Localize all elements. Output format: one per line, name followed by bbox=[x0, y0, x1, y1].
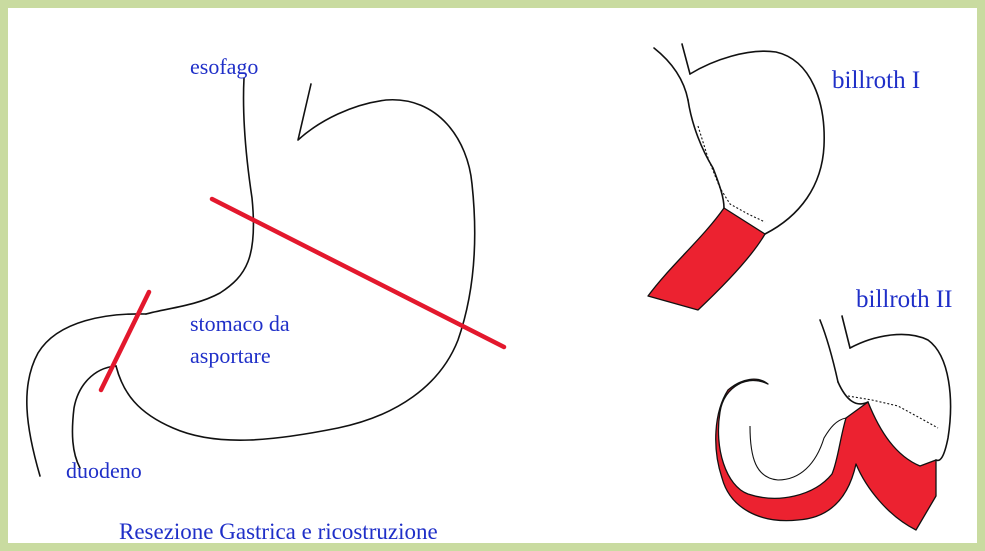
billroth-2-esophagus-left bbox=[820, 320, 838, 382]
esophagus-left-wall bbox=[146, 78, 254, 314]
diagram-title: Resezione Gastrica e ricostruzione bbox=[119, 520, 438, 543]
resection-lines bbox=[101, 199, 504, 390]
label-billroth-1: billroth I bbox=[832, 68, 920, 93]
billroth-1-stomach-lesser-curve bbox=[688, 100, 724, 208]
pyloric-resection-line bbox=[101, 292, 149, 390]
stomach-outline bbox=[27, 78, 475, 476]
billroth-1-esophagus-left bbox=[654, 48, 688, 100]
billroth-1-jejunum bbox=[648, 208, 765, 310]
label-esofago: esofago bbox=[190, 56, 258, 78]
billroth-1-drawing bbox=[648, 44, 824, 310]
esophagus-right-wall-and-greater-curvature bbox=[116, 84, 475, 440]
label-stomaco-da: stomaco da bbox=[190, 313, 290, 335]
label-billroth-2: billroth II bbox=[856, 287, 953, 312]
label-duodeno: duodeno bbox=[66, 460, 142, 482]
billroth-1-stomach-greater-curve bbox=[690, 51, 824, 234]
billroth-2-stomach-lesser-curve bbox=[838, 382, 868, 404]
billroth-1-esophagus-right bbox=[682, 44, 690, 74]
billroth-1-suture-line bbox=[698, 126, 765, 222]
billroth-2-drawing bbox=[716, 316, 951, 530]
billroth-2-loop-inner-gap bbox=[750, 418, 846, 480]
billroth-2-esophagus-right bbox=[842, 316, 850, 348]
diagram-canvas: esofago stomaco da asportare duodeno Res… bbox=[8, 8, 977, 543]
billroth-2-jejunum-loop bbox=[716, 379, 936, 530]
duodenum-lower-wall bbox=[72, 366, 116, 468]
label-asportare: asportare bbox=[190, 345, 271, 367]
